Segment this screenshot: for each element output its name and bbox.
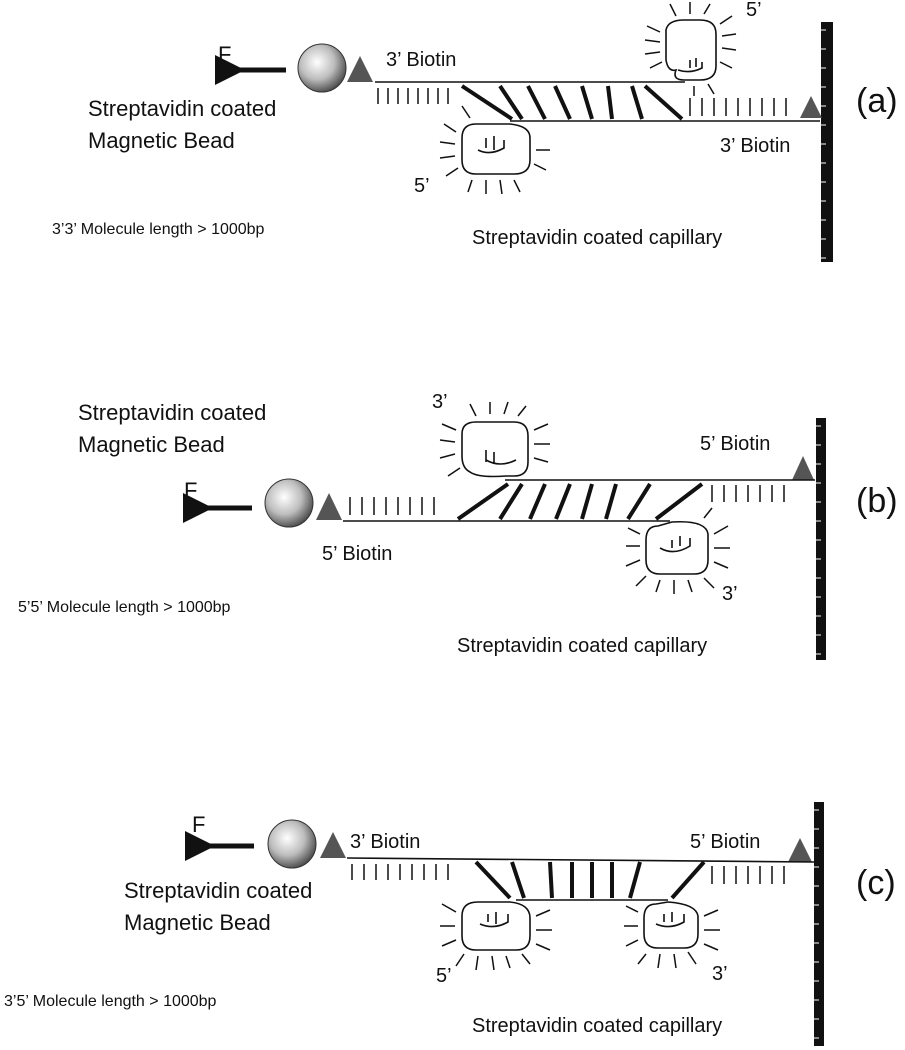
panel-c: F bbox=[4, 802, 896, 1046]
capillary-label: Streptavidin coated capillary bbox=[472, 1015, 722, 1037]
ssdna-ticks-left bbox=[349, 497, 435, 515]
right-biotin-label: 5’ Biotin bbox=[690, 831, 760, 853]
ssdna-ticks-left bbox=[351, 864, 449, 880]
biotin-triangle-left bbox=[320, 832, 346, 858]
capillary-label: Streptavidin coated capillary bbox=[457, 635, 707, 657]
panel-label: (c) bbox=[856, 864, 896, 902]
molecule-caption: 5’5’ Molecule length > 1000bp bbox=[18, 599, 231, 616]
biotin-triangle-left bbox=[347, 56, 373, 82]
capillary-wall-ticks bbox=[814, 809, 819, 1039]
hairpin-loop-upper bbox=[439, 401, 550, 478]
end-label-upper: 3’ bbox=[432, 391, 448, 413]
force-label: F bbox=[192, 812, 205, 837]
dna-top-strand bbox=[346, 857, 815, 863]
end-label-lower: 5’ bbox=[414, 175, 430, 197]
capillary-wall bbox=[821, 22, 833, 262]
force-label: F bbox=[218, 42, 231, 67]
end-label-upper: 5’ bbox=[746, 0, 762, 21]
ssdna-ticks-right bbox=[711, 485, 785, 502]
bead-label-line1: Streptavidin coated bbox=[124, 878, 312, 903]
left-biotin-label: 3’ Biotin bbox=[386, 49, 456, 71]
end-label-left: 5’ bbox=[436, 965, 452, 987]
magnetic-bead bbox=[264, 478, 314, 528]
bead-label-line2: Magnetic Bead bbox=[124, 910, 271, 935]
molecule-caption: 3’5’ Molecule length > 1000bp bbox=[4, 993, 217, 1010]
capillary-wall-ticks bbox=[816, 425, 821, 655]
hairpin-loop-upper bbox=[644, 2, 737, 96]
magnetic-bead bbox=[267, 819, 317, 869]
base-pair-rungs bbox=[456, 482, 704, 521]
ssdna-ticks-right bbox=[711, 866, 785, 884]
base-pair-rungs bbox=[474, 860, 706, 900]
bead-label-line1: Streptavidin coated bbox=[88, 96, 276, 121]
capillary-label: Streptavidin coated capillary bbox=[472, 227, 722, 249]
capillary-wall bbox=[816, 418, 826, 660]
ssdna-ticks-right bbox=[689, 98, 787, 116]
biotin-triangle-right bbox=[788, 838, 812, 862]
right-biotin-label: 3’ Biotin bbox=[720, 135, 790, 157]
capillary-wall-ticks bbox=[821, 29, 826, 259]
panel-label: (a) bbox=[856, 82, 898, 120]
bead-label-line2: Magnetic Bead bbox=[88, 128, 235, 153]
right-biotin-label: 5’ Biotin bbox=[700, 433, 770, 455]
end-label-right: 3’ bbox=[712, 963, 728, 985]
base-pair-rungs bbox=[460, 84, 684, 121]
end-label-lower: 3’ bbox=[722, 583, 738, 605]
panel-label: (b) bbox=[856, 482, 898, 520]
hairpin-loop-right bbox=[624, 901, 720, 969]
panel-a: F bbox=[52, 0, 898, 262]
panel-b: F bbox=[18, 391, 898, 660]
left-biotin-label: 5’ Biotin bbox=[322, 543, 392, 565]
hairpin-loop-lower bbox=[439, 105, 550, 195]
biotin-triangle-right bbox=[800, 96, 822, 118]
biotin-triangle-left bbox=[316, 493, 342, 520]
force-label: F bbox=[184, 478, 197, 503]
biotin-triangle-right bbox=[792, 456, 814, 480]
bead-label-line2: Magnetic Bead bbox=[78, 432, 225, 457]
hairpin-loop-lower bbox=[625, 507, 730, 594]
left-biotin-label: 3’ Biotin bbox=[350, 831, 420, 853]
molecule-caption: 3’3’ Molecule length > 1000bp bbox=[52, 221, 265, 238]
magnetic-bead bbox=[297, 43, 347, 93]
ssdna-ticks-left bbox=[377, 88, 449, 104]
hairpin-loop-left bbox=[440, 901, 552, 971]
bead-label-line1: Streptavidin coated bbox=[78, 400, 266, 425]
